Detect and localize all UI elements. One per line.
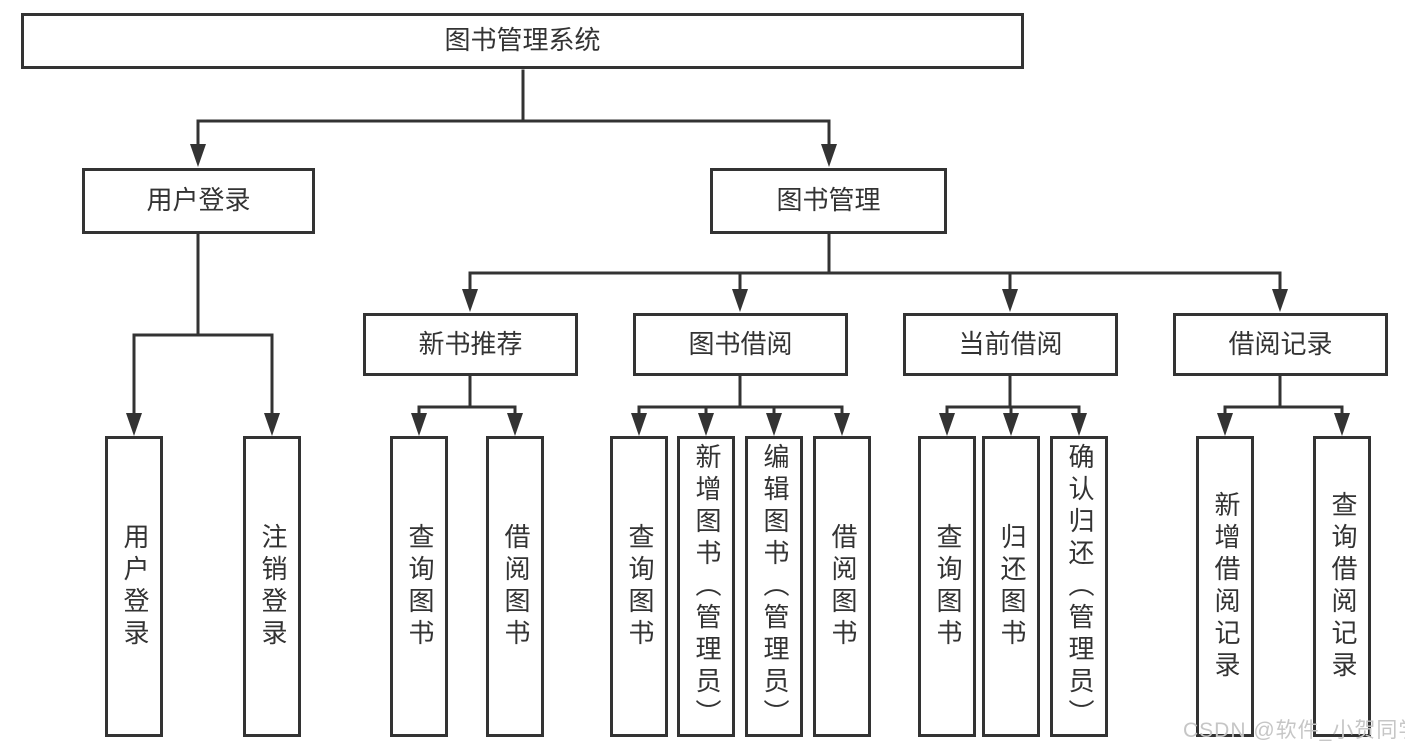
leaf-borrow-books: 借阅图书 xyxy=(813,436,871,737)
node-user-login: 用户登录 xyxy=(82,168,315,234)
leaf-query-books-borrowing-label: 查询图书 xyxy=(624,522,655,651)
leaf-edit-book-admin-label: 编辑图书（管理员） xyxy=(759,442,790,731)
node-borrowing-records: 借阅记录 xyxy=(1173,313,1388,376)
leaf-add-book-admin-label: 新增图书（管理员） xyxy=(691,442,722,731)
leaf-borrow-books-recommend-label: 借阅图书 xyxy=(500,522,531,651)
leaf-confirm-return-admin: 确认归还（管理员） xyxy=(1050,436,1108,737)
node-root-label: 图书管理系统 xyxy=(444,25,601,56)
node-new-book-recommendation-label: 新书推荐 xyxy=(418,328,523,359)
node-user-login-label: 用户登录 xyxy=(146,185,251,216)
csdn-watermark: CSDN @软件_小贺同学 xyxy=(1183,719,1405,742)
leaf-user-login-label: 用户登录 xyxy=(119,522,150,651)
leaf-return-book: 归还图书 xyxy=(982,436,1040,737)
leaf-confirm-return-admin-label: 确认归还（管理员） xyxy=(1064,442,1095,731)
leaf-query-books-current: 查询图书 xyxy=(918,436,976,737)
leaf-user-login: 用户登录 xyxy=(105,436,163,737)
node-current-borrowing-label: 当前借阅 xyxy=(958,328,1063,359)
leaf-add-borrow-record: 新增借阅记录 xyxy=(1196,436,1254,737)
node-borrowing-records-label: 借阅记录 xyxy=(1228,328,1333,359)
node-book-management-label: 图书管理 xyxy=(776,185,881,216)
leaf-borrow-books-recommend: 借阅图书 xyxy=(486,436,544,737)
node-current-borrowing: 当前借阅 xyxy=(903,313,1118,376)
leaf-add-book-admin: 新增图书（管理员） xyxy=(677,436,735,737)
arrowheads xyxy=(126,144,1350,436)
leaf-query-books-recommend: 查询图书 xyxy=(390,436,448,737)
leaf-query-books-current-label: 查询图书 xyxy=(932,522,963,651)
node-book-management: 图书管理 xyxy=(710,168,947,234)
leaf-query-books-recommend-label: 查询图书 xyxy=(404,522,435,651)
leaf-query-borrow-record-label: 查询借阅记录 xyxy=(1327,490,1358,683)
node-root: 图书管理系统 xyxy=(21,13,1024,69)
leaf-borrow-books-label: 借阅图书 xyxy=(827,522,858,651)
leaf-query-borrow-record: 查询借阅记录 xyxy=(1313,436,1371,737)
leaf-add-borrow-record-label: 新增借阅记录 xyxy=(1210,490,1241,683)
node-book-borrowing: 图书借阅 xyxy=(633,313,848,376)
leaf-edit-book-admin: 编辑图书（管理员） xyxy=(745,436,803,737)
node-book-borrowing-label: 图书借阅 xyxy=(688,328,793,359)
leaf-query-books-borrowing: 查询图书 xyxy=(610,436,668,737)
node-new-book-recommendation: 新书推荐 xyxy=(363,313,578,376)
leaf-logout: 注销登录 xyxy=(243,436,301,737)
leaf-logout-label: 注销登录 xyxy=(257,522,288,651)
leaf-return-book-label: 归还图书 xyxy=(996,522,1027,651)
